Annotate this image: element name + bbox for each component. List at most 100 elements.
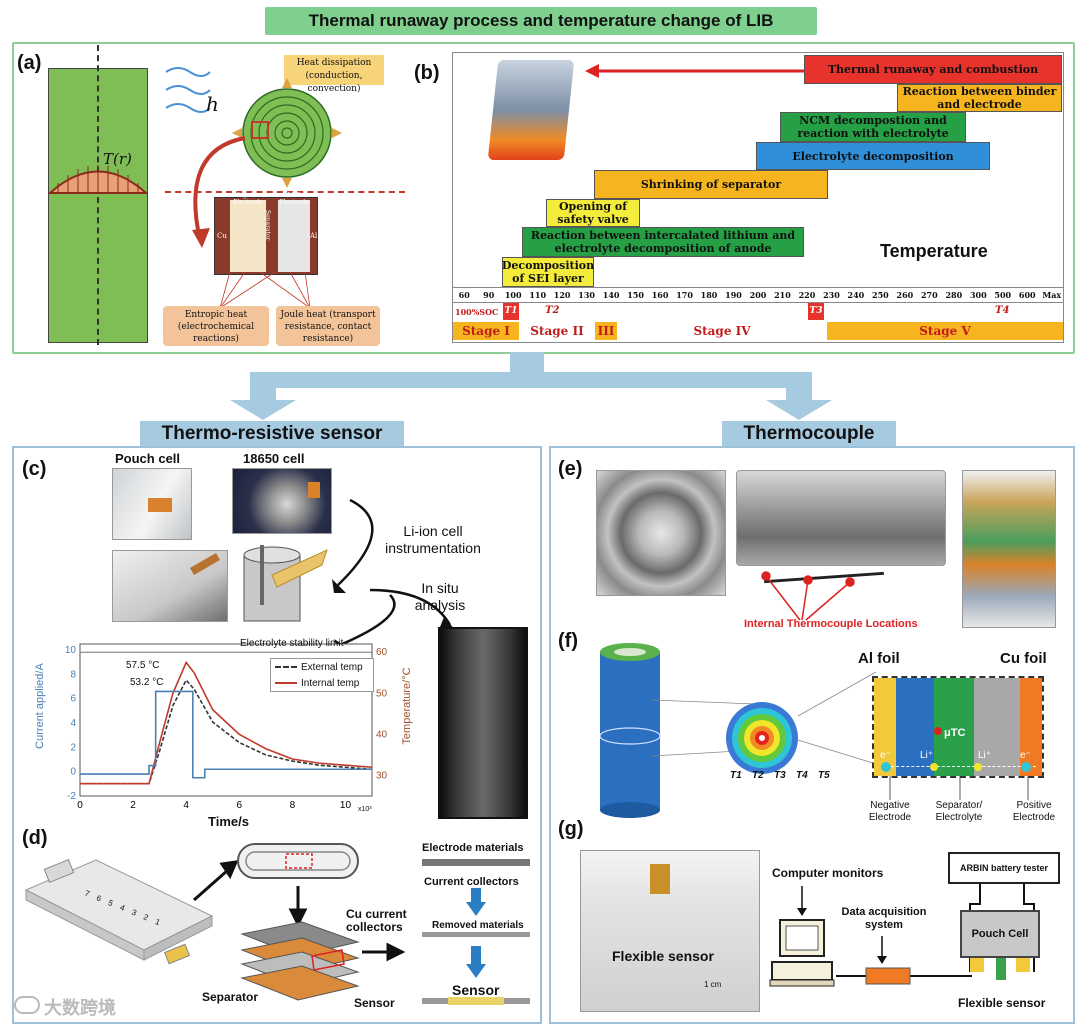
sensor-label-d: Sensor (354, 996, 395, 1010)
page-title: Thermal runaway process and temperature … (265, 7, 817, 35)
radial-t-label: T5 (818, 770, 830, 781)
computer-icon (769, 886, 835, 987)
tick-label: 240 (847, 290, 865, 300)
tick-label: 160 (651, 290, 669, 300)
bar-electrolyte-decomposition: Electrolyte decomposition (756, 142, 990, 170)
removed-materials-label: Removed materials (432, 920, 524, 931)
li-ion-label-1: Li⁺ (920, 750, 934, 761)
computer-monitors-label: Computer monitors (772, 866, 884, 880)
heat-lines (219, 272, 311, 309)
panel-b-frame (452, 52, 1064, 343)
tick-label: 120 (553, 290, 571, 300)
li-ion-label-2: Li⁺ (978, 750, 992, 761)
pouch-cell-3d-icon (24, 858, 214, 965)
tick-label: 4 (183, 800, 189, 811)
separator-layer (934, 678, 974, 776)
electron-label-1: e⁻ (880, 750, 891, 761)
pouch-terminal-left (970, 958, 984, 972)
tick-label: 60 (458, 290, 470, 300)
tick-label: 500 (994, 290, 1012, 300)
tick-label: 60 (376, 647, 388, 658)
y-left-axis-label: Current applied/A (34, 663, 46, 749)
panel-d-label: (d) (22, 827, 48, 849)
t4-marker: T4 (995, 305, 1010, 316)
tick-label: 170 (676, 290, 693, 300)
tick-label: 0 (77, 800, 83, 811)
cell-18650-photo (232, 468, 332, 534)
cylinder-cell-icon (599, 643, 661, 818)
positive-electrode-label: Positive Electrode (1012, 800, 1056, 823)
tick-label: 110 (529, 290, 547, 300)
tick-label: 6 (70, 694, 76, 705)
tick-label: 30 (376, 770, 388, 781)
burning-cell-icon (487, 60, 575, 160)
bar-sei-decomposition: Decomposition of SEI layer (501, 257, 595, 287)
tick-row (452, 287, 1064, 303)
electrode-materials-bar (422, 859, 530, 866)
x-multiplier: x10³ (358, 806, 372, 813)
tick-label: 6 (236, 800, 242, 811)
tick-label: 50 (376, 688, 388, 699)
tick-label: 180 (700, 290, 718, 300)
stage-1: Stage I (453, 322, 519, 340)
tick-label: 4 (70, 718, 76, 729)
instrumentation-label: Li-ion cell instrumentation (385, 523, 481, 556)
cu-label: Cu (217, 232, 227, 240)
electrolyte-limit-label: Electrolyte stability limit (240, 638, 344, 649)
panel-e-label: (e) (558, 458, 583, 480)
tick-label: 90 (483, 290, 495, 300)
centerline (97, 45, 99, 345)
stage-4: Stage IV (618, 322, 826, 340)
pouch-sensor-green (996, 958, 1006, 980)
tick-label: 10 (65, 645, 77, 656)
current-collectors-label: Current collectors (424, 876, 519, 888)
negative-electrode-label: Negative Electrode (233, 192, 263, 206)
tick-label: 280 (945, 290, 963, 300)
cu-foil-layer (1020, 678, 1042, 776)
bar-binder-reaction: Reaction between binder and electrode (897, 84, 1062, 112)
x-axis-label: Time/s (208, 814, 249, 829)
tick-label: 8 (290, 800, 296, 811)
section-thermo-resistive: Thermo-resistive sensor (140, 421, 404, 447)
in-situ-label: In situ analysis (414, 580, 466, 613)
down-arrow-1-icon (466, 888, 486, 916)
jelly-roll-flat-icon (237, 843, 359, 879)
flexible-sensor-photo (580, 850, 760, 1012)
ion-dots (881, 762, 1031, 772)
ion-flow-line (886, 766, 1036, 767)
utc-label: μTC (944, 727, 966, 739)
tick-label: 140 (602, 290, 620, 300)
al-foil-label: Al foil (858, 650, 900, 667)
tick-label: 200 (749, 290, 767, 300)
flexible-sensor-photo-label: Flexible sensor (612, 948, 714, 964)
right-frame (549, 446, 1075, 1024)
radial-temperature-icon (726, 702, 798, 774)
tick-label: 220 (798, 290, 816, 300)
temperature-profile (48, 165, 148, 194)
positive-electrode-layer (278, 200, 310, 272)
removed-materials-bar (422, 932, 530, 937)
al-label: Al (310, 232, 318, 240)
cell-side-photo (736, 470, 946, 566)
tick-label: 150 (627, 290, 644, 300)
thermocouple-locations-label: Internal Thermocouple Locations (744, 618, 918, 630)
pouch-cell-label: Pouch cell (115, 451, 181, 466)
cu-collectors-label: Cu current collectors (346, 907, 407, 934)
negative-electrode-label: Negative Electrode (868, 800, 912, 823)
sensor-bar-highlight (448, 997, 504, 1005)
electron-label-2: e⁻ (1020, 750, 1031, 761)
thermocouple-pointers (761, 571, 855, 621)
t3-marker: T3 (808, 303, 824, 320)
separator-electrolyte-label: Separator/ Electrolyte (935, 800, 983, 823)
cell-top-photo (596, 470, 726, 596)
positive-layer (974, 678, 1020, 776)
stage-2: Stage II (520, 322, 594, 340)
wind-arrows-icon (165, 67, 211, 113)
cell-cutaway-icon (243, 545, 328, 622)
cu-foil-label: Cu foil (1000, 650, 1047, 667)
tick-label: 250 (872, 290, 889, 300)
t2-marker: T2 (545, 305, 560, 316)
soc-label: 100%SOC (455, 307, 499, 317)
stage-3: III (595, 322, 617, 340)
